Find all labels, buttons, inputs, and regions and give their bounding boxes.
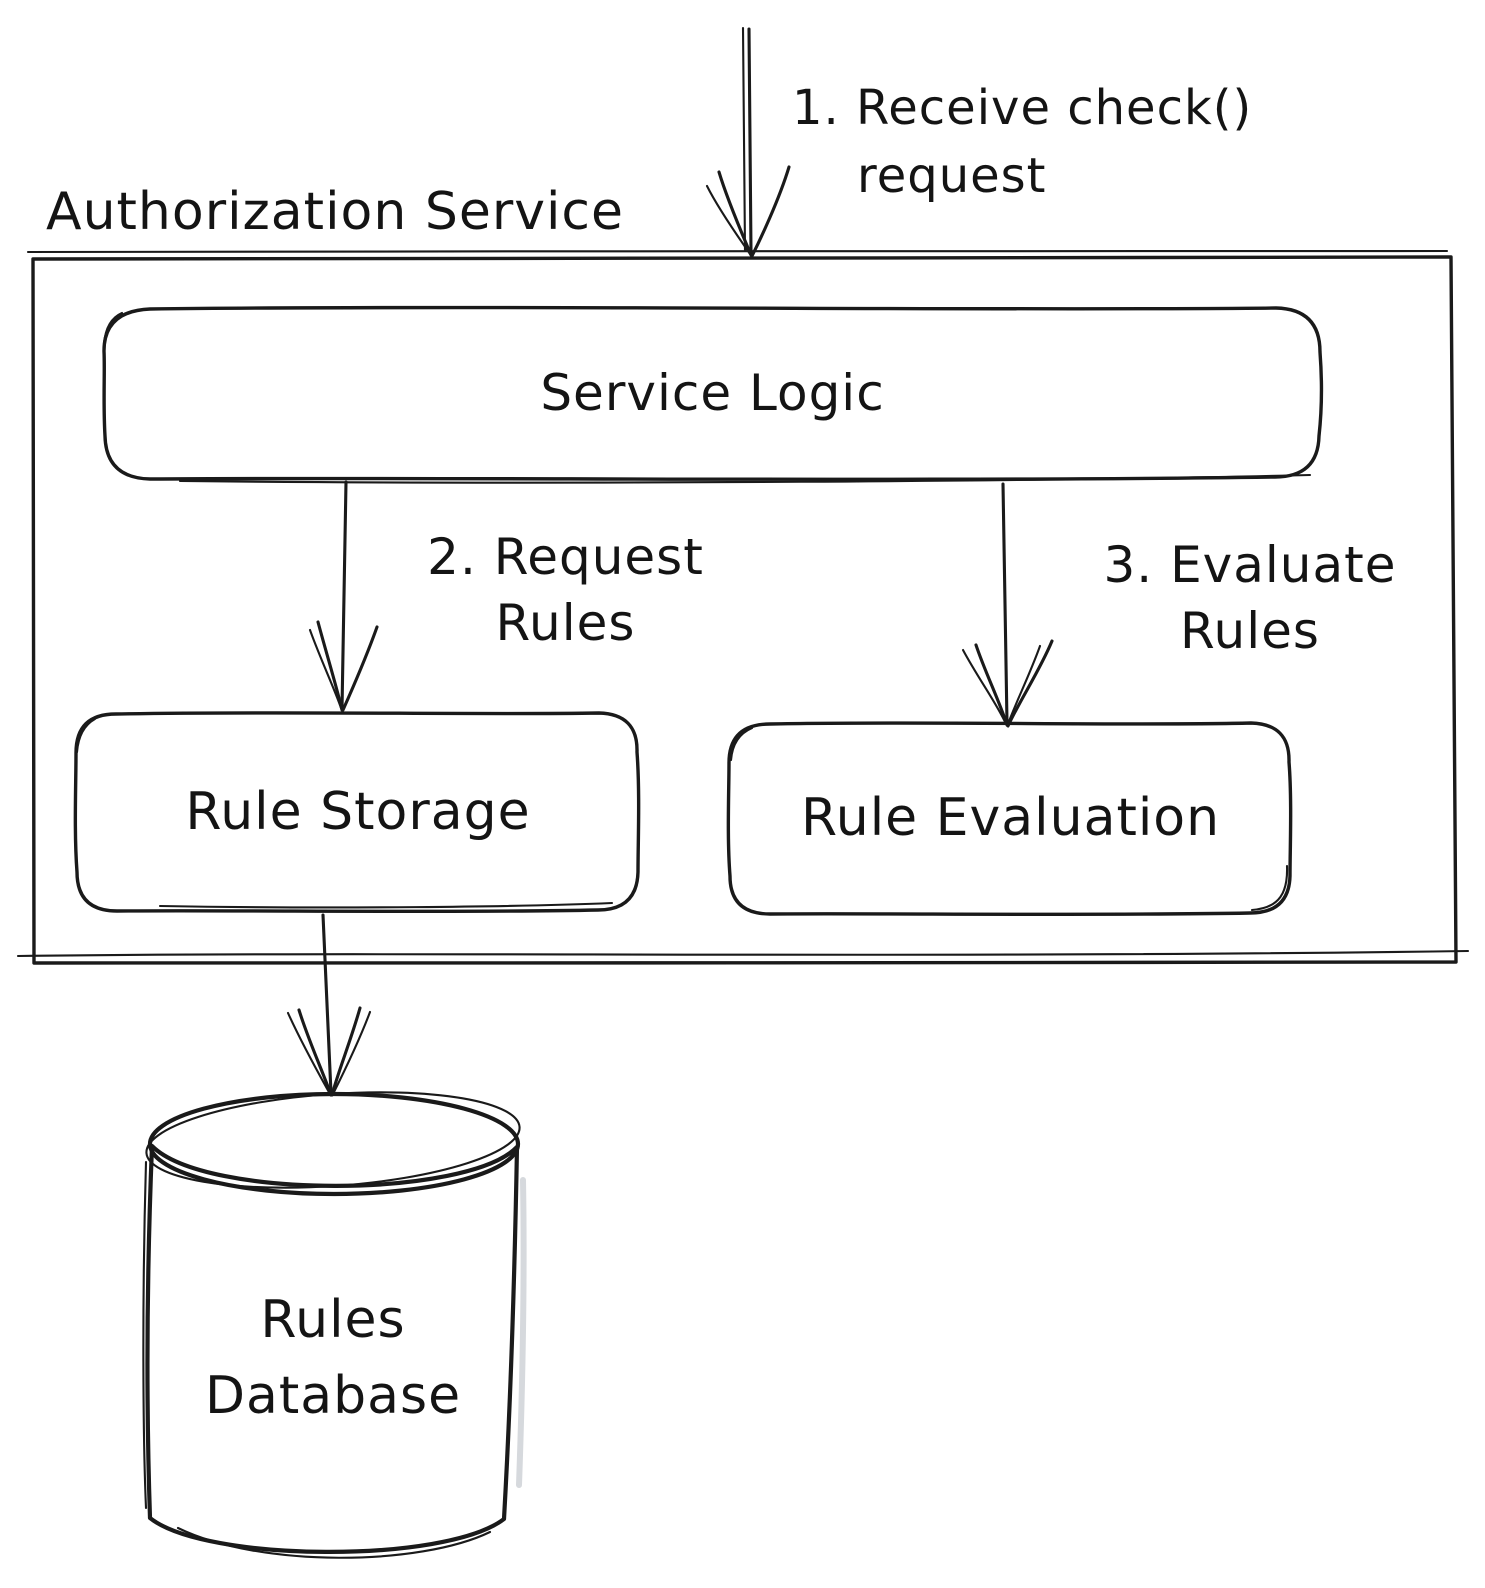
rules-database-body	[145, 1143, 520, 1554]
authorization-service-box	[31, 255, 1458, 966]
arrow-request-rules-wing-left	[316, 620, 344, 712]
rule-storage-label: Rule Storage	[185, 781, 531, 842]
rule-storage-box-sketch2	[158, 901, 614, 909]
authorization-service-box-sketch-bottom	[16, 949, 1470, 958]
arrow-to-database	[321, 913, 333, 1095]
arrow-evaluate-rules-wing-right2	[1006, 644, 1042, 726]
arrow-to-database-wing-left2	[286, 1011, 332, 1096]
rule-evaluation-label: Rule Evaluation	[800, 788, 1221, 848]
arrow-request-rules-wing-left2	[308, 628, 343, 710]
arrow-receive-check-wing-right	[750, 165, 791, 258]
rules-database-top	[147, 1091, 521, 1197]
rule-evaluation-box-sketch	[729, 726, 754, 762]
service-logic-box-sketch	[102, 311, 124, 346]
service-logic-box	[102, 305, 1324, 482]
arrow-evaluate-rules-wing-left2	[961, 648, 1008, 726]
arrow-receive-check-wing-left	[717, 170, 753, 257]
step1-annotation: 1. Receive check() request	[792, 80, 1253, 204]
arrow-to-database-wing-right2	[331, 1010, 372, 1096]
arrow-request-rules	[340, 480, 348, 711]
step2-annotation: 2. Request Rules	[427, 528, 704, 652]
arrow-evaluate-rules	[1001, 482, 1009, 725]
authorization-service-box-sketch-top	[26, 249, 1449, 254]
step3-annotation: 3. Evaluate Rules	[1103, 536, 1397, 660]
rule-evaluation-box-sketch2	[1250, 864, 1289, 912]
service-logic-label: Service Logic	[540, 364, 885, 422]
arrow-to-database-wing-left	[297, 1008, 333, 1097]
database-shadow	[516, 1177, 527, 1488]
arrow-evaluate-rules-wing-right	[1006, 639, 1054, 728]
arrow-evaluate-rules-wing-left	[974, 643, 1009, 727]
arrow-receive-check-sketch	[741, 26, 747, 252]
authorization-service-label: Authorization Service	[46, 182, 624, 242]
rule-storage-box-sketch	[75, 717, 97, 754]
arrow-request-rules-wing-right	[341, 625, 379, 712]
rules-database-top-sketch	[145, 1091, 521, 1189]
rules-database-label: Rules Database	[204, 1290, 462, 1426]
rules-database-bottom-sketch	[176, 1526, 492, 1559]
arrow-to-database-wing-right	[330, 1006, 362, 1097]
service-logic-box-sketch2	[178, 473, 1312, 484]
arrow-receive-check	[747, 27, 753, 255]
rules-database-side-sketch	[142, 1160, 148, 1510]
rule-evaluation-box	[726, 721, 1293, 917]
rule-storage-box	[73, 711, 641, 914]
arrow-receive-check-wing-left2	[705, 184, 752, 256]
